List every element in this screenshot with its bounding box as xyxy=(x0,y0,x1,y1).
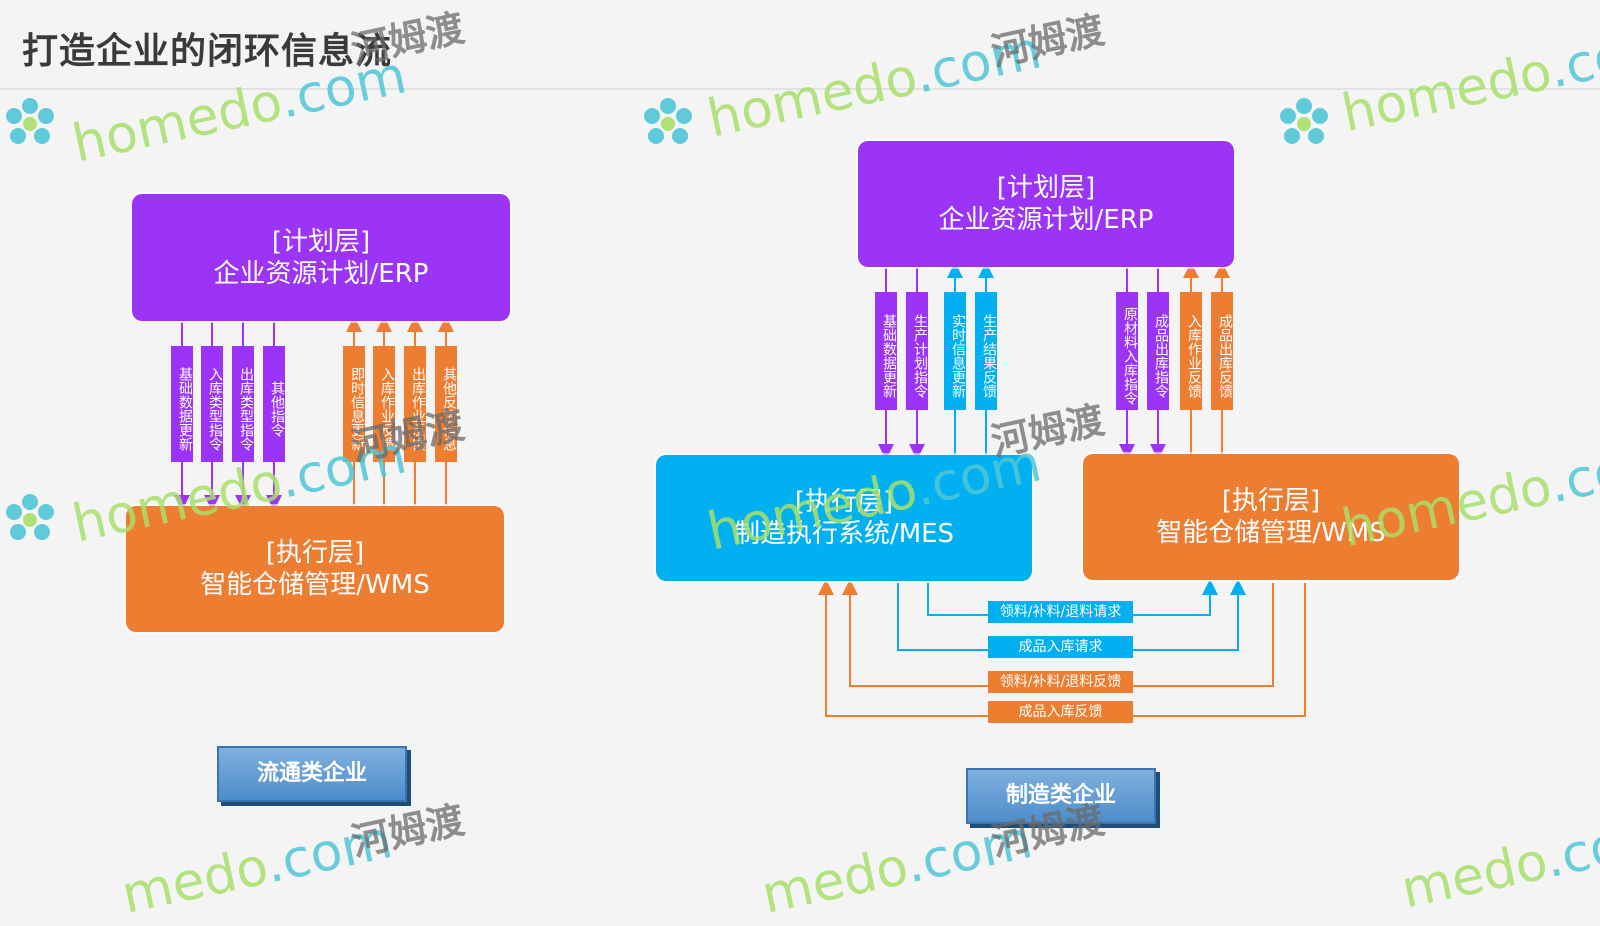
right-wms-box: [执行层] 智能仓储管理/WMS xyxy=(1083,454,1459,580)
wms-down-label-1: 原材料入库指令 xyxy=(1116,292,1138,410)
wms-up-label-2: 成品出库反馈 xyxy=(1211,292,1233,410)
title-divider xyxy=(0,88,1600,90)
right-erp-layer-label: [计划层] xyxy=(996,173,1096,203)
mes-wms-request-label-2: 成品入库请求 xyxy=(988,636,1133,658)
page-title: 打造企业的闭环信息流 xyxy=(22,31,393,72)
right-erp-system-label: 企业资源计划/ERP xyxy=(938,205,1154,235)
mes-down-label-1: 基础数据更新 xyxy=(875,292,897,410)
left-down-label-1: 基础数据更新 xyxy=(171,346,193,462)
left-wms-system-label: 智能仓储管理/WMS xyxy=(200,570,430,600)
left-erp-system-label: 企业资源计划/ERP xyxy=(213,258,429,289)
right-mes-layer-label: [执行层] xyxy=(794,487,894,517)
right-mes-box: [执行层] 制造执行系统/MES xyxy=(656,455,1032,581)
mes-wms-request-label-1: 领料/补料/退料请求 xyxy=(988,601,1133,623)
left-up-label-1: 即时信息更新 xyxy=(343,346,365,462)
left-category-tag: 流通类企业 xyxy=(217,746,407,802)
wms-mes-feedback-label-2: 成品入库反馈 xyxy=(988,701,1133,723)
left-up-label-2: 入库作业反馈 xyxy=(373,346,395,462)
wms-down-label-2: 成品出库指令 xyxy=(1147,292,1169,410)
right-wms-layer-label: [执行层] xyxy=(1221,486,1321,516)
right-category-tag: 制造类企业 xyxy=(966,768,1156,824)
wms-mes-feedback-label-1: 领料/补料/退料反馈 xyxy=(988,671,1133,693)
left-erp-box: [计划层] 企业资源计划/ERP xyxy=(132,194,510,321)
right-wms-system-label: 智能仓储管理/WMS xyxy=(1156,518,1386,548)
left-up-label-3: 出库作业反馈 xyxy=(404,346,426,462)
right-mes-system-label: 制造执行系统/MES xyxy=(733,519,955,549)
left-down-label-2: 入库类型指令 xyxy=(201,346,223,462)
left-up-label-4: 其他反馈信息 xyxy=(435,346,457,462)
left-wms-box: [执行层] 智能仓储管理/WMS xyxy=(126,506,504,632)
right-erp-box: [计划层] 企业资源计划/ERP xyxy=(858,141,1234,267)
left-down-label-3: 出库类型指令 xyxy=(232,346,254,462)
wms-up-label-1: 入库作业反馈 xyxy=(1180,292,1202,410)
mes-up-label-2: 生产结果反馈 xyxy=(975,292,997,410)
mes-up-label-1: 实时信息更新 xyxy=(944,292,966,410)
left-wms-layer-label: [执行层] xyxy=(265,538,365,568)
left-down-label-4: 其他指令 xyxy=(263,346,285,462)
left-erp-layer-label: [计划层] xyxy=(271,226,371,257)
mes-down-label-2: 生产计划指令 xyxy=(906,292,928,410)
